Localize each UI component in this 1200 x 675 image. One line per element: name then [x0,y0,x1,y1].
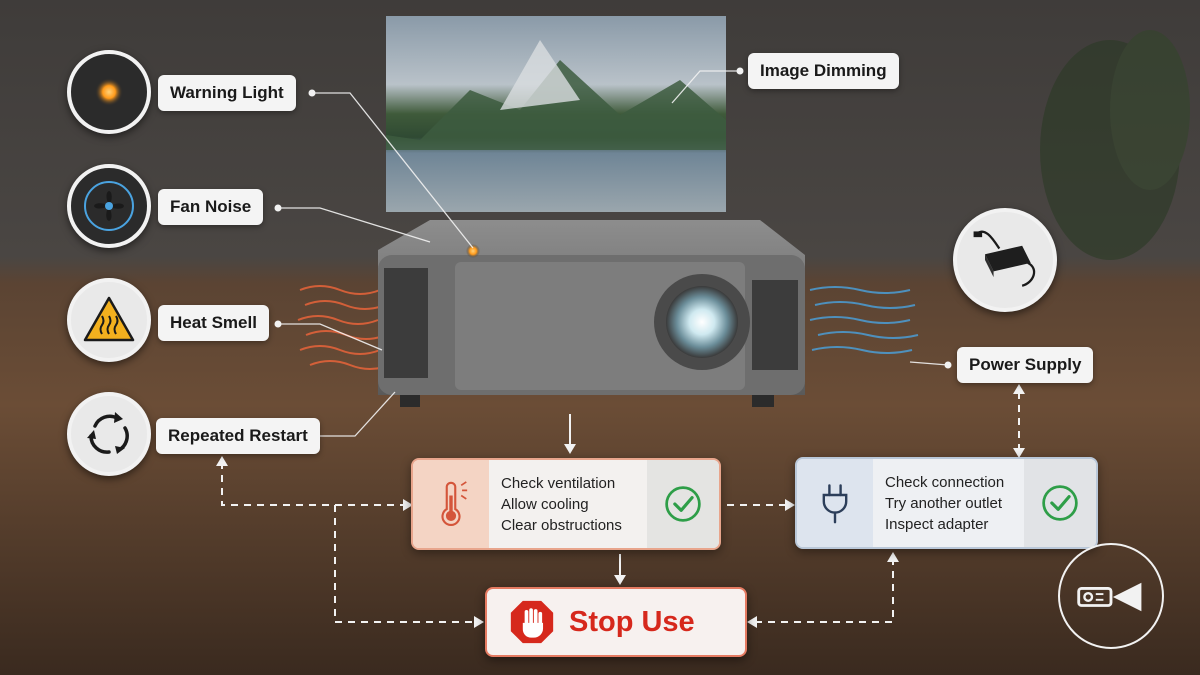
connector-lines [278,70,949,437]
fan-icon [67,164,151,248]
projector-icon [1058,543,1164,649]
action-line: Check ventilation [501,474,616,492]
stop-use-label: Stop Use [569,605,695,638]
plant-decoration [1040,30,1190,260]
check-circle-icon [1024,459,1096,547]
repeated-restart-label: Repeated Restart [156,418,320,454]
stop-use-panel: Stop Use [485,587,747,657]
power-actions-panel: Check connection Try another outlet Insp… [795,457,1098,549]
heat-actions-list: Check ventilation Allow cooling Clear ob… [489,460,647,548]
action-line: Try another outlet [885,494,1003,512]
flow-arrows [221,392,1020,623]
action-line: Allow cooling [501,495,589,513]
power-supply-label: Power Supply [957,347,1094,383]
heat-warning-icon [67,278,151,362]
fan-noise-label: Fan Noise [158,189,264,225]
action-line: Clear obstructions [501,516,622,534]
check-circle-icon [647,460,719,548]
power-adapter-icon [953,208,1057,312]
airflow-lines [809,286,919,354]
warning-light-label: Warning Light [158,75,296,111]
heat-waves [297,285,391,370]
image-dimming-label: Image Dimming [748,53,899,89]
power-actions-list: Check connection Try another outlet Insp… [873,459,1024,547]
heat-actions-panel: Check ventilation Allow cooling Clear ob… [411,458,721,550]
warning-light-icon [67,50,151,134]
heat-smell-label: Heat Smell [158,305,269,341]
action-line: Check connection [885,473,1005,491]
stop-hand-icon [509,599,555,645]
action-line: Inspect adapter [885,515,989,533]
plug-icon [797,459,873,547]
restart-cycle-icon [67,392,151,476]
thermometer-icon [413,460,489,548]
projector-device [378,220,805,407]
